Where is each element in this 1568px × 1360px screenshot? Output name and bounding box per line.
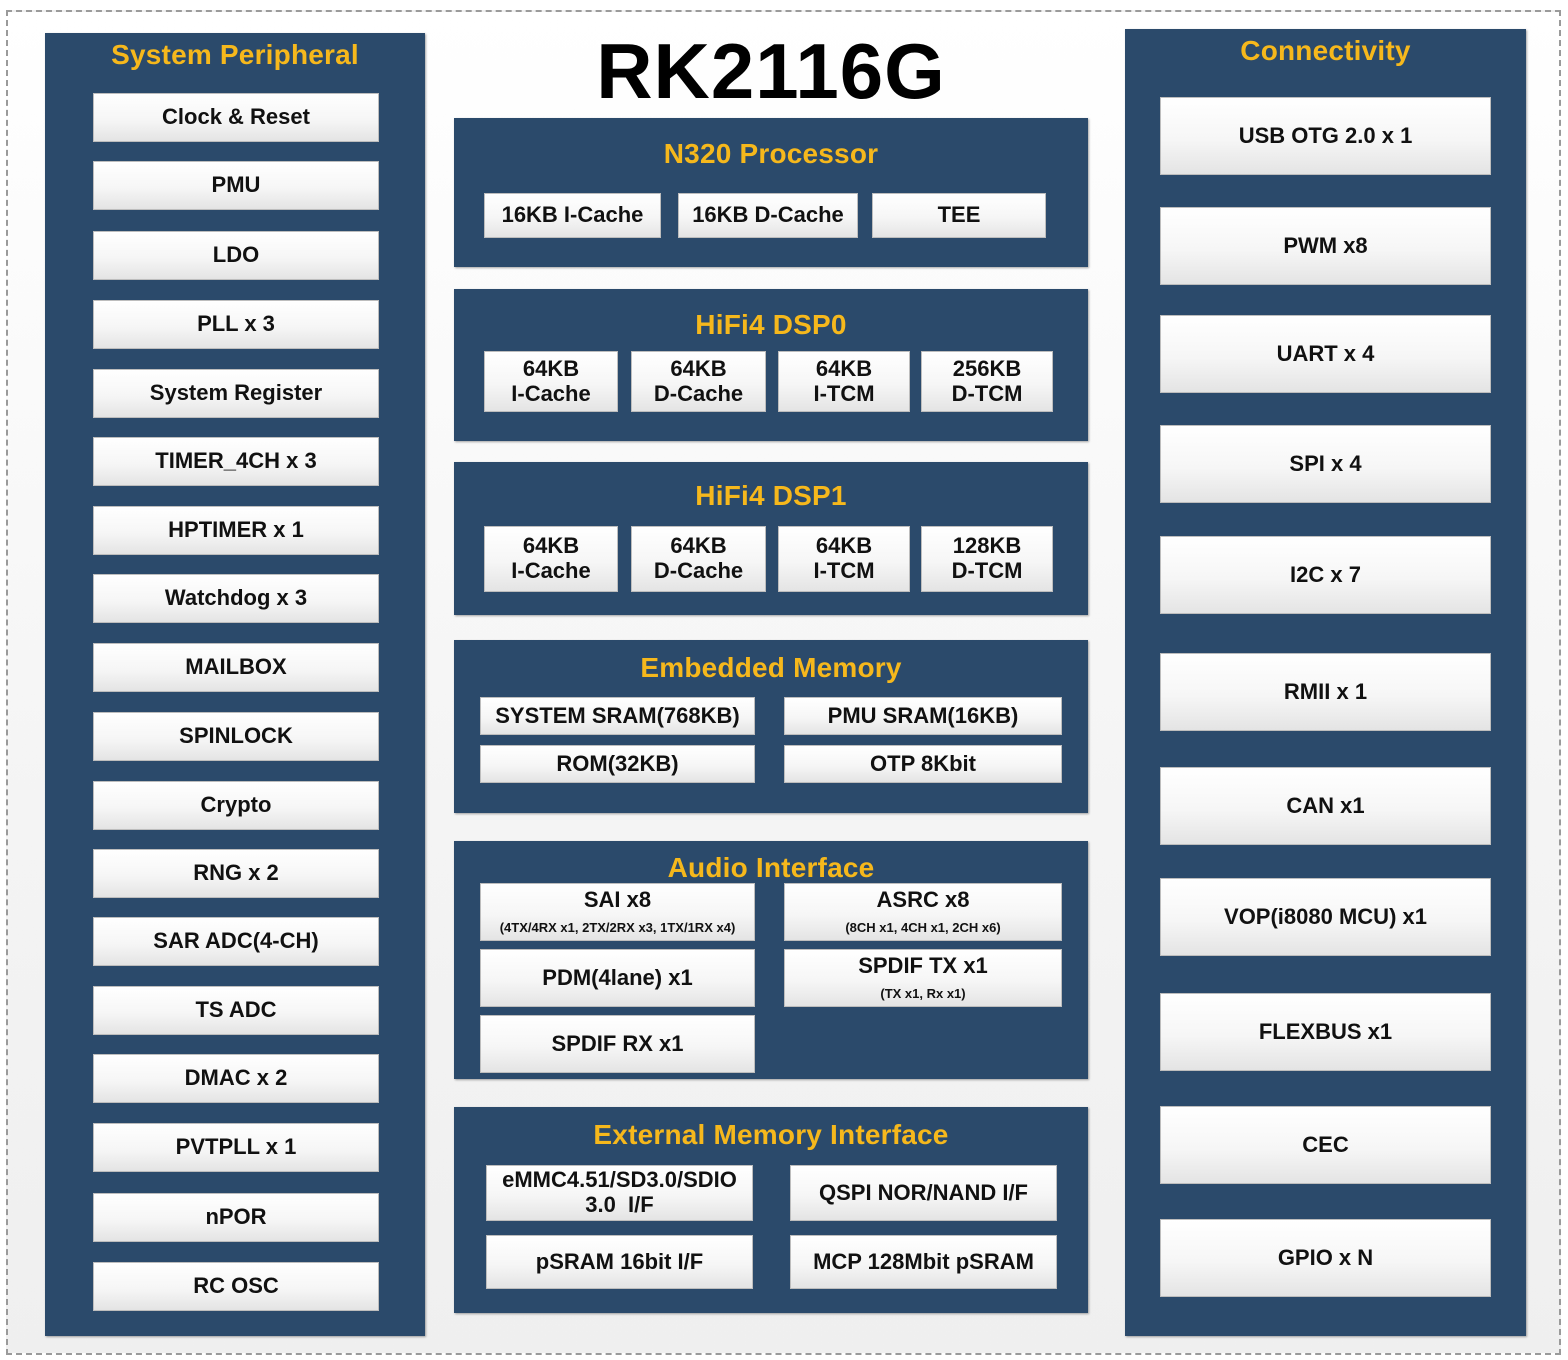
block-ts-adc: TS ADC [93,986,379,1035]
block-rmii: RMII x 1 [1160,653,1491,731]
block-dsp0-dtcm: 256KB D-TCM [921,351,1053,412]
dsp1-panel: HiFi4 DSP1 64KB I-Cache 64KB D-Cache 64K… [454,462,1088,615]
dsp0-icache-size: 64KB [522,355,580,381]
block-ldo: LDO [93,231,379,280]
connectivity-title: Connectivity [1240,35,1411,66]
dsp1-title: HiFi4 DSP1 [695,480,847,511]
emmc-line2: 3.0 I/F [585,1192,654,1217]
block-dsp0-dcache: 64KB D-Cache [631,351,766,412]
block-otp: OTP 8Kbit [784,745,1062,783]
block-clock-reset: Clock & Reset [93,93,379,142]
dsp0-dtcm-label: D-TCM [951,380,1023,406]
block-rc-osc: RC OSC [93,1262,379,1311]
block-system-register: System Register [93,369,379,418]
block-flexbus: FLEXBUS x1 [1160,993,1491,1071]
dsp0-dcache-label: D-Cache [653,380,744,406]
dsp1-dtcm-label: D-TCM [951,558,1023,583]
sai-label: SAI x8 [583,887,652,912]
block-dmac: DMAC x 2 [93,1054,379,1103]
block-pmu: PMU [93,161,379,210]
block-rom: ROM(32KB) [480,745,755,783]
block-hptimer: HPTIMER x 1 [93,506,379,555]
n320-processor-panel: N320 Processor 16KB I-Cache 16KB D-Cache… [454,118,1088,267]
embedded-memory-panel: Embedded Memory SYSTEM SRAM(768KB) PMU S… [454,640,1088,813]
block-watchdog: Watchdog x 3 [93,574,379,623]
chip-title: RK2116G [596,27,946,115]
embedded-memory-title: Embedded Memory [640,652,902,683]
block-emmc: eMMC4.51/SD3.0/SDIO 3.0 I/F [486,1165,753,1221]
block-asrc: ASRC x8 (8CH x1, 4CH x1, 2CH x6) [784,883,1062,941]
dsp0-panel: HiFi4 DSP0 64KB I-Cache 64KB D-Cache 64K… [454,289,1088,441]
dsp0-itcm-size: 64KB [815,355,873,381]
block-npor: nPOR [93,1193,379,1242]
block-spinlock: SPINLOCK [93,712,379,761]
asrc-detail: (8CH x1, 4CH x1, 2CH x6) [845,919,1001,935]
dsp0-dcache-size: 64KB [670,355,727,381]
block-spi: SPI x 4 [1160,425,1491,503]
block-pll: PLL x 3 [93,300,379,349]
block-qspi: QSPI NOR/NAND I/F [790,1165,1057,1221]
system-peripheral-title: System Peripheral [111,39,359,70]
block-dsp1-itcm: 64KB I-TCM [778,526,910,592]
block-can: CAN x1 [1160,767,1491,845]
block-psram: pSRAM 16bit I/F [486,1235,753,1289]
dsp1-itcm-size: 64KB [815,533,873,559]
n320-processor-title: N320 Processor [663,138,879,169]
block-pdm: PDM(4lane) x1 [480,949,755,1007]
connectivity-panel: Connectivity USB OTG 2.0 x 1 PWM x8 UART… [1125,29,1526,1336]
block-dsp0-icache: 64KB I-Cache [484,351,618,412]
audio-interface-title: Audio Interface [667,852,875,883]
block-n320-icache: 16KB I-Cache [484,193,661,238]
asrc-label: ASRC x8 [876,887,970,912]
block-dsp0-itcm: 64KB I-TCM [778,351,910,412]
block-tee: TEE [872,193,1046,238]
dsp0-title: HiFi4 DSP0 [695,309,847,340]
block-rng: RNG x 2 [93,849,379,898]
block-uart: UART x 4 [1160,315,1491,393]
sai-detail: (4TX/4RX x1, 2TX/2RX x3, 1TX/1RX x4) [499,919,736,935]
block-cec: CEC [1160,1106,1491,1184]
dsp0-dtcm-size: 256KB [952,355,1022,381]
block-i2c: I2C x 7 [1160,536,1491,614]
external-memory-title: External Memory Interface [593,1119,949,1150]
block-timer-4ch: TIMER_4CH x 3 [93,437,379,486]
dsp1-dtcm-size: 128KB [952,533,1022,559]
block-sai: SAI x8 (4TX/4RX x1, 2TX/2RX x3, 1TX/1RX … [480,883,755,941]
block-mcp-psram: MCP 128Mbit pSRAM [790,1235,1057,1289]
block-spdif-rx: SPDIF RX x1 [480,1015,755,1073]
spdif-tx-label: SPDIF TX x1 [858,953,988,978]
block-dsp1-icache: 64KB I-Cache [484,526,618,592]
block-dsp1-dcache: 64KB D-Cache [631,526,766,592]
block-pwm: PWM x8 [1160,207,1491,285]
dsp1-itcm-label: I-TCM [813,558,875,583]
dsp0-itcm-label: I-TCM [813,380,875,406]
block-pmu-sram: PMU SRAM(16KB) [784,697,1062,735]
block-dsp1-dtcm: 128KB D-TCM [921,526,1053,592]
spdif-tx-detail: (TX x1, Rx x1) [880,985,966,1001]
block-usb-otg: USB OTG 2.0 x 1 [1160,97,1491,175]
block-gpio: GPIO x N [1160,1219,1491,1297]
block-crypto: Crypto [93,781,379,830]
block-n320-dcache: 16KB D-Cache [678,193,858,238]
dsp1-icache-label: I-Cache [511,558,591,583]
dsp1-dcache-label: D-Cache [653,558,744,583]
external-memory-panel: External Memory Interface eMMC4.51/SD3.0… [454,1107,1088,1313]
block-spdif-tx: SPDIF TX x1 (TX x1, Rx x1) [784,949,1062,1007]
block-pvtpll: PVTPLL x 1 [93,1123,379,1172]
system-peripheral-panel: System Peripheral Clock & Reset PMU LDO … [45,33,425,1336]
dsp1-dcache-size: 64KB [670,533,727,559]
block-system-sram: SYSTEM SRAM(768KB) [480,697,755,735]
block-sar-adc: SAR ADC(4-CH) [93,917,379,966]
emmc-line1: eMMC4.51/SD3.0/SDIO [502,1167,737,1193]
block-mailbox: MAILBOX [93,643,379,692]
dsp0-icache-label: I-Cache [511,380,591,406]
block-vop: VOP(i8080 MCU) x1 [1160,878,1491,956]
dsp1-icache-size: 64KB [522,533,580,559]
audio-interface-panel: Audio Interface SAI x8 (4TX/4RX x1, 2TX/… [454,841,1088,1079]
